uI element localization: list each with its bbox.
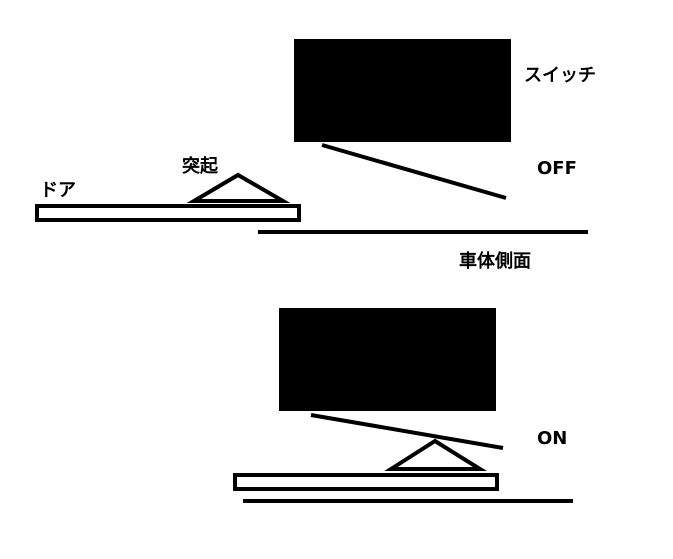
on-label: ON [537, 428, 567, 449]
switch-box-off [294, 39, 511, 142]
switch-box-on [279, 308, 496, 411]
on-state-group: ON [233, 308, 573, 503]
protrusion-on [384, 438, 487, 471]
switch-lever-off [321, 143, 507, 200]
protrusion-off [186, 172, 291, 203]
door-label: ドア [40, 180, 76, 201]
off-state-group: スイッチ OFF 突起 ドア 車体側面 [35, 39, 596, 272]
switch-lever-on [310, 413, 504, 450]
door-bar-on [233, 473, 499, 491]
door-bar-off [35, 204, 301, 222]
body-side-label: 車体側面 [459, 250, 531, 272]
switch-label: スイッチ [524, 65, 596, 86]
off-label: OFF [537, 158, 577, 179]
protrusion-label: 突起 [182, 155, 219, 177]
